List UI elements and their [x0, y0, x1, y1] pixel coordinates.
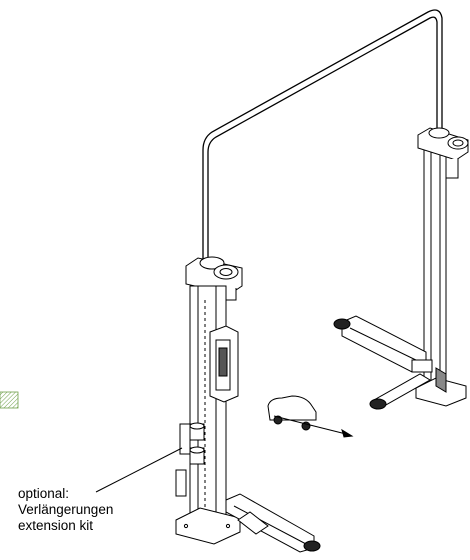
- overhead-bar: [202, 9, 443, 262]
- right-lift-arms: [333, 315, 447, 410]
- callout-leader: [95, 447, 183, 493]
- left-lift-arms: [225, 493, 321, 553]
- callout-german-label: Verlängerungen: [18, 502, 114, 517]
- right-post: [415, 127, 469, 407]
- callout-english-label: extension kit: [18, 518, 94, 533]
- extension-kit-callout: optional: Verlängerungen extension kit: [18, 486, 113, 534]
- direction-arrow: [273, 415, 354, 438]
- hatch-swatch: [0, 391, 19, 409]
- car-direction-symbol: [267, 395, 317, 431]
- callout-optional: optional:: [18, 486, 70, 501]
- left-post: [175, 256, 243, 545]
